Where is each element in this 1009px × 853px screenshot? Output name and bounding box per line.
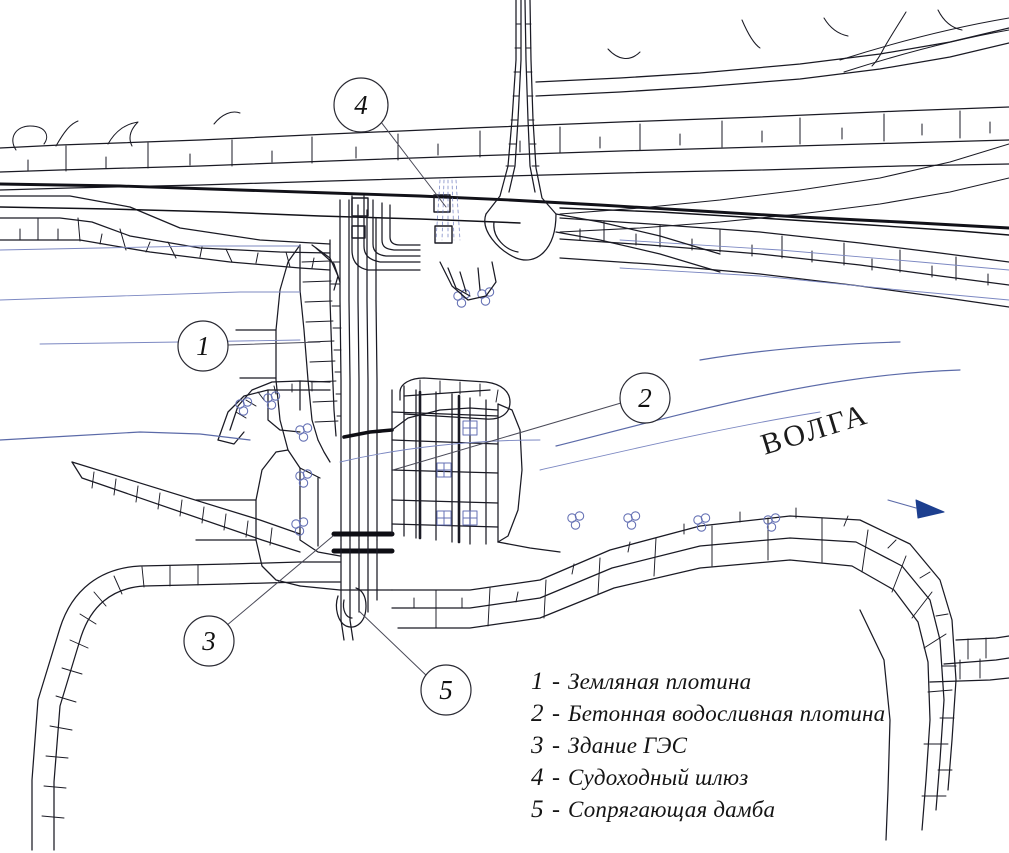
upper-road [535,27,1009,97]
earth-dam-body [299,199,378,541]
dam-crest-heavy [342,428,394,439]
legend-label: Бетонная водосливная плотина [568,701,886,726]
downstream-right-bank [391,507,957,831]
right-lower-fork [859,609,1009,841]
upstream-right-bank [559,217,1009,308]
legend-item-1: 1 - Земляная плотина [531,668,1001,700]
callout-circles [177,77,671,716]
legend-dash: - [552,669,560,695]
callout-label-5[interactable]: 5 [439,675,453,705]
legend-dash: - [552,733,560,759]
callout-label-3[interactable]: 3 [202,626,216,656]
left-tapered-dike [71,461,301,553]
callout-label-4[interactable]: 4 [354,90,368,120]
dam-crest-road [0,182,1009,236]
powerhouse-block [195,449,393,591]
callout-label-1[interactable]: 1 [196,331,210,361]
legend-item-5: 5 - Сопрягающая дамба [531,796,1001,828]
lock-wing-walls [311,244,497,301]
tailrace-channel [335,539,378,641]
legend-number: 5 [531,796,544,823]
legend-label: Сопрягающая дамба [568,797,776,822]
legend-label: Здание ГЭС [568,733,688,758]
lock-upper-head [484,213,557,261]
right-shore-lines [559,143,1009,233]
lock-approach-right [555,213,721,273]
spillway-upstream-nose [399,377,511,420]
spillway-downstream-apron [391,403,561,553]
upstream-approach-canal [485,0,557,215]
legend: 1 - Земляная плотина 2 - Бетонная водосл… [531,668,1001,828]
upstream-left-bank-lower [0,195,331,271]
legend-number: 4 [531,764,544,791]
water-contours [0,341,961,447]
upper-right-road [839,11,1009,73]
flow-arrow-icon [887,499,945,519]
legend-label: Судоходный шлюз [568,765,749,790]
legend-item-2: 2 - Бетонная водосливная плотина [531,700,1001,732]
lock-alignment-rays [435,179,461,241]
legend-label: Земляная плотина [568,669,752,694]
legend-dash: - [552,701,560,727]
powerhouse-sill [331,531,395,554]
upper-left-groyne [217,380,331,445]
earth-dam-left-flank [235,244,331,479]
callout-label-2[interactable]: 2 [638,383,652,413]
legend-number: 3 [531,732,544,759]
legend-number: 1 [531,668,544,695]
legend-dash: - [552,797,560,823]
callout-leaders [225,121,622,679]
legend-number: 2 [531,700,544,727]
lower-left-embankment [31,561,341,851]
navigation-lock-channel [351,195,421,271]
water-contours-light [0,239,1009,471]
legend-dash: - [552,765,560,791]
shore-squiggles [12,9,963,151]
gate-hoist-marks [436,420,478,526]
legend-item-4: 4 - Судоходный шлюз [531,764,1001,796]
legend-item-3: 3 - Здание ГЭС [531,732,1001,764]
